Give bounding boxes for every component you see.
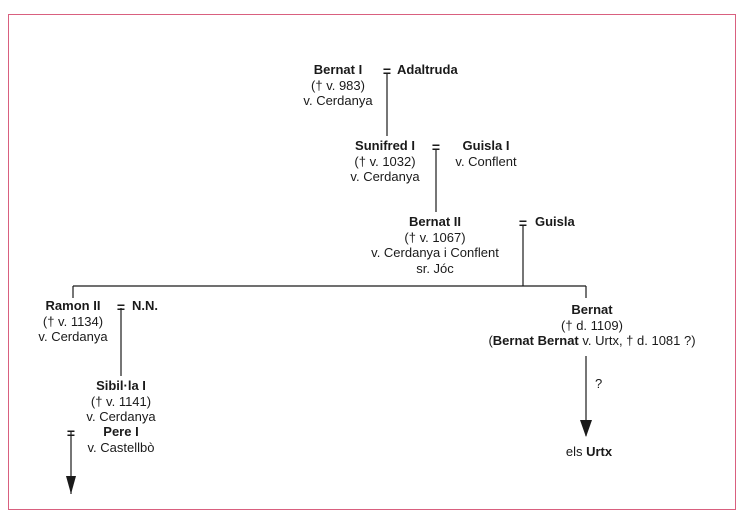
- person-bernat: Bernat († d. 1109) (Bernat Bernat v. Urt…: [488, 302, 695, 349]
- note-rest: v. Urtx, † d. 1081 ?): [578, 333, 696, 348]
- person-title: v. Castellbò: [87, 439, 155, 455]
- uncertain-mark: ?: [595, 376, 603, 391]
- person-title: v. Cerdanya: [38, 329, 108, 344]
- person-guisla-i: Guisla I v. Conflent: [455, 138, 516, 169]
- person-death: († v. 1067): [404, 229, 466, 245]
- person-name: Ramon II: [45, 298, 101, 313]
- marriage-symbol: =: [382, 63, 392, 79]
- person-death: († v. 1141): [90, 393, 152, 409]
- person-note: (Bernat Bernat v. Urtx, † d. 1081 ?): [488, 333, 695, 349]
- person-title: v. Cerdanya: [303, 93, 373, 108]
- arrowhead-urtx: [580, 420, 592, 437]
- note-alias: Bernat Bernat: [492, 333, 579, 348]
- person-title-2: sr. Jóc: [416, 260, 454, 276]
- person-title: v. Conflent: [455, 153, 517, 169]
- person-title: v. Cerdanya i Conflent: [371, 245, 499, 260]
- note-open: (: [488, 333, 493, 348]
- person-death: († v. 983): [311, 77, 365, 93]
- person-name: Pere I: [103, 424, 139, 439]
- person-bernat-ii: Bernat II († v. 1067) v. Cerdanya i Conf…: [371, 214, 499, 276]
- descendants-urtx: els Urtx: [566, 444, 612, 460]
- descendants-name: Urtx: [586, 444, 613, 459]
- person-name: Bernat: [571, 302, 613, 317]
- person-name: Sunifred I: [355, 138, 415, 153]
- person-death: († v. 1134): [42, 313, 104, 329]
- person-name: Guisla I: [462, 138, 510, 153]
- marriage-symbol: =: [116, 299, 126, 315]
- person-adaltruda: Adaltruda: [397, 62, 458, 77]
- arrowhead-pere1: [66, 476, 76, 494]
- person-name: Bernat I: [313, 62, 363, 77]
- marriage-symbol: =: [518, 215, 528, 231]
- person-pere-i: Pere I v. Castellbò: [88, 424, 155, 455]
- person-death: († d. 1109): [561, 317, 623, 333]
- person-name: Bernat II: [408, 214, 462, 229]
- person-nn: N.N.: [132, 298, 158, 313]
- person-sibilla-i: Sibil·la I († v. 1141) v. Cerdanya: [86, 378, 155, 425]
- person-guisla: Guisla: [535, 214, 575, 229]
- marriage-symbol: =: [431, 139, 441, 155]
- person-death: († v. 1032): [354, 153, 416, 169]
- diagram-frame: [8, 14, 736, 510]
- person-sunifred-i: Sunifred I († v. 1032) v. Cerdanya: [350, 138, 419, 185]
- marriage-symbol: =: [66, 425, 76, 441]
- person-title: v. Cerdanya: [86, 409, 156, 424]
- person-ramon-ii: Ramon II († v. 1134) v. Cerdanya: [38, 298, 107, 345]
- person-name: Sibil·la I: [96, 378, 146, 393]
- descendants-prefix: els: [565, 444, 587, 459]
- person-bernat-i: Bernat I († v. 983) v. Cerdanya: [303, 62, 372, 109]
- person-title: v. Cerdanya: [350, 169, 420, 184]
